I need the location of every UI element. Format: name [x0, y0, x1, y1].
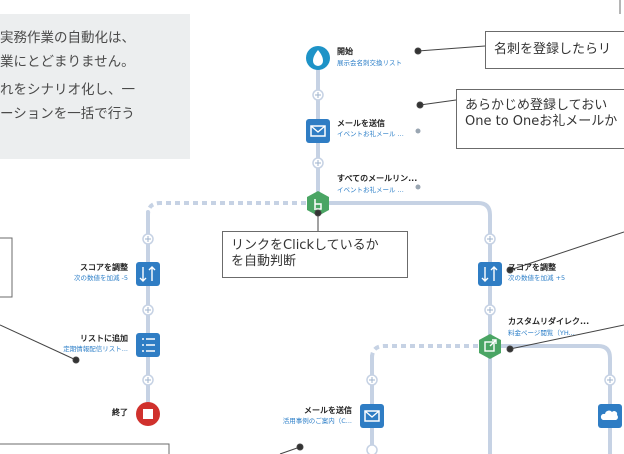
email1-title: メールを送信 — [337, 119, 385, 128]
sort-arrows-icon — [481, 266, 498, 282]
intro-line-4: ーションを一括で行う — [0, 106, 135, 122]
custom-redirect-node[interactable] — [479, 334, 501, 359]
callout-link-line2: を自動判断 — [231, 254, 297, 269]
callout-thanks-line1: あらかじめ登録しておい — [465, 98, 608, 113]
envelope-icon — [364, 410, 380, 422]
score-right-subtitle: 次の数値を加減 +5 — [508, 274, 566, 282]
callout-link-line1: リンクをClickしているか — [231, 238, 379, 253]
drop-icon — [313, 50, 323, 66]
dashed-branch-left — [146, 201, 306, 216]
score-right-title: スコアを調整 — [508, 263, 556, 272]
add-to-list-node[interactable] — [136, 333, 160, 357]
connector-redirect-right — [498, 344, 612, 454]
envelope-icon — [310, 125, 326, 137]
email1-subtitle: イベントお礼メール ... — [337, 130, 404, 138]
score-left-subtitle: 次の数値を加減 -5 — [73, 274, 128, 282]
add-step-10[interactable] — [366, 444, 378, 454]
intro-line-3: れをシナリオ化し、一 — [0, 82, 135, 98]
pointer-hand-icon — [314, 199, 322, 210]
sort-arrows-icon — [139, 266, 156, 282]
start-title: 開始 — [337, 47, 353, 56]
email2-title: メールを送信 — [304, 406, 352, 415]
annotation-pointers — [0, 45, 624, 454]
end-node[interactable] — [136, 402, 160, 426]
cloud-node[interactable] — [598, 404, 622, 428]
flow-dashed-branches — [146, 201, 478, 359]
adjust-score-node-left[interactable] — [136, 262, 160, 286]
start-node[interactable] — [306, 46, 330, 70]
callout-register: 名刺を登録したらリ — [485, 31, 624, 69]
external-link-icon — [484, 341, 495, 352]
intro-line-1: 実務作業の自動化は、 — [0, 30, 135, 46]
stop-icon — [143, 409, 153, 419]
start-subtitle: 展示会名刺交換リスト — [337, 59, 402, 67]
callout-register-text: 名刺を登録したらリ — [494, 42, 612, 57]
callout-thanks-mail: あらかじめ登録しておい One to Oneお礼メールか — [456, 89, 624, 149]
callout-link-click: リンクをClickしているか を自動判断 — [222, 231, 408, 278]
score-left-title: スコアを調整 — [80, 263, 128, 272]
list-icon — [142, 338, 155, 352]
intro-line-2: 業にとどまりません。 — [0, 54, 135, 70]
adjust-score-node-right[interactable] — [478, 262, 502, 286]
redirect-subtitle: 料金ページ閲覧（YH... — [508, 329, 575, 337]
intro-panel: 実務作業の自動化は、 業にとどまりません。 れをシナリオ化し、一 ーションを一括… — [0, 14, 190, 159]
email2-subtitle: 活用事例のご案内（C... — [282, 417, 352, 425]
send-email-node-2[interactable] — [360, 404, 384, 428]
end-title: 終了 — [112, 408, 128, 417]
dashed-branch-redirect — [370, 344, 478, 359]
callout-thanks-line2: One to Oneお礼メールか — [465, 114, 618, 129]
check-subtitle: イベントお礼メール ... — [337, 186, 404, 194]
list-add-subtitle: 定期情報配信リスト... — [63, 345, 128, 353]
connector-right-branch — [328, 201, 492, 454]
check-title: すべてのメールリン... — [337, 174, 418, 183]
lock-icons — [415, 128, 421, 190]
link-check-node[interactable] — [307, 191, 329, 216]
redirect-title: カスタムリダイレク... — [508, 317, 590, 326]
cloud-icon — [600, 410, 618, 420]
send-email-node-1[interactable] — [306, 119, 330, 143]
list-add-title: リストに追加 — [80, 334, 128, 343]
plus-marks — [145, 92, 613, 383]
